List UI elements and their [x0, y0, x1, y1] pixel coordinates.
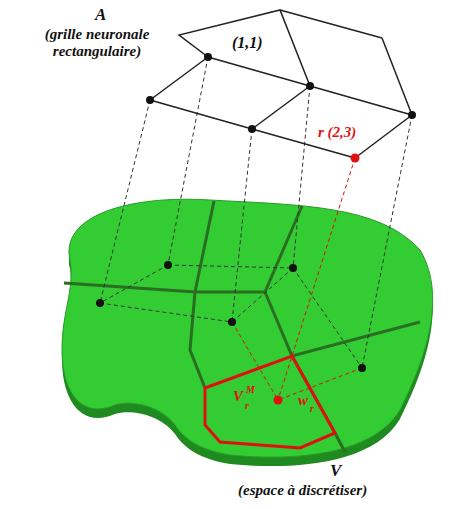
grid-caption: (grille neuronale rectangulaire)	[22, 26, 172, 59]
projection-lines	[100, 57, 412, 400]
winner-prototype	[274, 396, 283, 405]
cell-superscript: M	[246, 384, 255, 395]
neuron-index: (1,1)	[232, 34, 263, 52]
grid-letter: A	[95, 6, 106, 25]
weight-subscript: r	[310, 403, 314, 414]
prototype-dots	[96, 261, 366, 372]
input-space	[62, 199, 433, 457]
voronoi-lines	[64, 201, 420, 452]
space-letter: V	[330, 462, 341, 481]
neural-grid	[150, 10, 412, 158]
winner-index: r (2,3)	[318, 124, 356, 141]
cell-symbol: V	[233, 388, 243, 405]
space-caption: (espace à discrétiser)	[238, 482, 367, 499]
winner-neuron	[351, 154, 360, 163]
voronoi-cell	[205, 356, 335, 448]
cell-subscript: r	[245, 400, 249, 411]
neuron-dots	[146, 53, 416, 133]
prototype-links	[100, 265, 362, 400]
weight-symbol: w	[298, 392, 308, 409]
